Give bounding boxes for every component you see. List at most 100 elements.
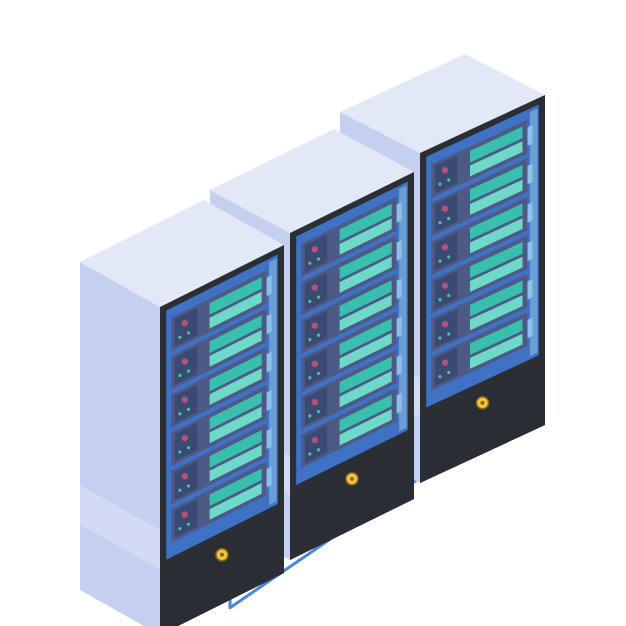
server-unit: [301, 273, 402, 354]
unit-handle: [527, 317, 533, 339]
status-led-icon: [441, 167, 449, 174]
server-unit: [301, 349, 402, 431]
activity-led-icon: [316, 448, 321, 452]
activity-led-icon: [447, 293, 451, 298]
unit-handle: [266, 466, 272, 488]
unit-handle: [396, 316, 402, 338]
server-display-bar: [209, 430, 262, 468]
status-led-icon: [311, 246, 318, 253]
server-display-bar: [209, 277, 262, 315]
server-display-bar: [339, 371, 392, 408]
unit-handle: [396, 278, 402, 300]
server-display-bar: [470, 242, 523, 278]
server-unit: [171, 308, 272, 390]
activity-led-icon: [186, 331, 191, 335]
status-led-icon: [311, 360, 318, 368]
server-display-bar: [470, 218, 523, 254]
activity-led-icon: [447, 370, 451, 375]
rack-base: [290, 436, 414, 560]
server-display-bar: [209, 291, 262, 329]
server-unit: [431, 196, 533, 276]
activity-led-icon: [308, 261, 312, 265]
server-display-bar: [470, 319, 523, 355]
server-display-bar: [209, 483, 262, 520]
rack-side-stripe: [80, 485, 160, 570]
network-port-center: [480, 400, 485, 405]
server-display-bar: [339, 203, 392, 241]
activity-led-icon: [308, 376, 312, 380]
status-led-icon: [181, 434, 188, 442]
activity-led-icon: [186, 369, 191, 373]
status-led-icon: [181, 358, 188, 365]
activity-led-icon: [178, 526, 182, 531]
server-unit: [171, 270, 272, 352]
activity-led-icon: [447, 332, 451, 336]
activity-led-icon: [186, 446, 191, 450]
unit-handle: [266, 351, 272, 373]
activity-led-icon: [316, 371, 321, 376]
server-display-bar: [209, 468, 262, 507]
unit-handle: [396, 392, 402, 414]
server-display-bar: [209, 329, 262, 367]
status-led-icon: [441, 244, 449, 251]
network-port-center: [350, 476, 354, 481]
server-display-bar: [470, 126, 523, 163]
activity-led-icon: [447, 178, 451, 182]
activity-led-icon: [308, 337, 312, 342]
server-unit: [431, 119, 533, 199]
server-rack-2: [210, 129, 414, 560]
activity-led-icon: [178, 488, 182, 492]
server-display-bar: [470, 256, 523, 292]
activity-led-icon: [438, 374, 442, 379]
status-led-icon: [181, 396, 188, 403]
status-led-icon: [441, 359, 449, 366]
status-led-icon: [181, 511, 188, 518]
server-unit: [171, 384, 272, 467]
activity-led-icon: [438, 182, 442, 186]
server-unit: [171, 423, 272, 505]
server-display-bar: [470, 203, 523, 240]
activity-led-icon: [308, 452, 312, 456]
server-unit: [301, 311, 402, 392]
server-display-bar: [470, 165, 523, 201]
server-display-bar: [470, 333, 523, 369]
activity-led-icon: [316, 333, 321, 337]
unit-handle: [266, 275, 272, 297]
server-display-bar: [339, 409, 392, 446]
activity-led-icon: [178, 335, 182, 339]
server-display-bar: [470, 295, 523, 331]
server-display-bar: [470, 280, 523, 317]
server-display-bar: [209, 353, 262, 392]
server-display-bar: [339, 256, 392, 293]
unit-handle: [396, 240, 402, 261]
status-led-icon: [311, 322, 318, 329]
rack-top: [80, 200, 284, 307]
activity-led-icon: [178, 373, 182, 378]
server-display-bar: [470, 141, 523, 177]
activity-led-icon: [447, 255, 451, 259]
activity-led-icon: [316, 409, 321, 414]
server-display-bar: [209, 391, 262, 430]
server-unit: [171, 461, 272, 543]
activity-led-icon: [438, 220, 442, 225]
server-display-bar: [470, 179, 523, 215]
activity-led-icon: [186, 484, 191, 488]
activity-led-icon: [178, 450, 182, 454]
activity-led-icon: [308, 299, 312, 303]
rack-base: [160, 510, 284, 626]
server-unit: [431, 273, 533, 353]
server-unit: [171, 346, 272, 429]
status-led-icon: [181, 320, 188, 327]
activity-led-icon: [438, 259, 442, 263]
status-led-icon: [441, 205, 449, 212]
unit-handle: [266, 428, 272, 450]
status-led-icon: [311, 284, 318, 291]
status-led-icon: [181, 473, 188, 480]
unit-handle: [527, 202, 533, 223]
rack-base: [420, 362, 545, 483]
activity-led-icon: [178, 412, 182, 416]
unit-handle: [266, 390, 272, 411]
unit-handle: [396, 202, 402, 223]
rack-top: [210, 129, 414, 233]
